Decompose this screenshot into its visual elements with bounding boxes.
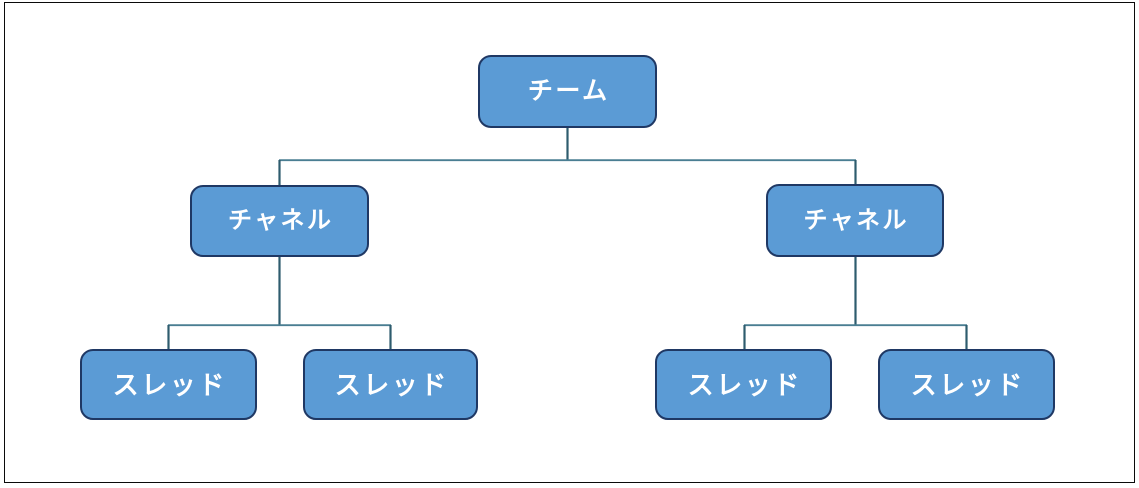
node-channel-1[interactable]: チャネル bbox=[190, 185, 369, 257]
node-thread-2[interactable]: スレッド bbox=[303, 349, 478, 420]
node-thread-4[interactable]: スレッド bbox=[878, 349, 1055, 420]
node-thread-3[interactable]: スレッド bbox=[655, 349, 832, 420]
node-team[interactable]: チーム bbox=[478, 55, 657, 128]
node-thread-1[interactable]: スレッド bbox=[80, 349, 257, 420]
node-channel-2[interactable]: チャネル bbox=[766, 184, 944, 257]
